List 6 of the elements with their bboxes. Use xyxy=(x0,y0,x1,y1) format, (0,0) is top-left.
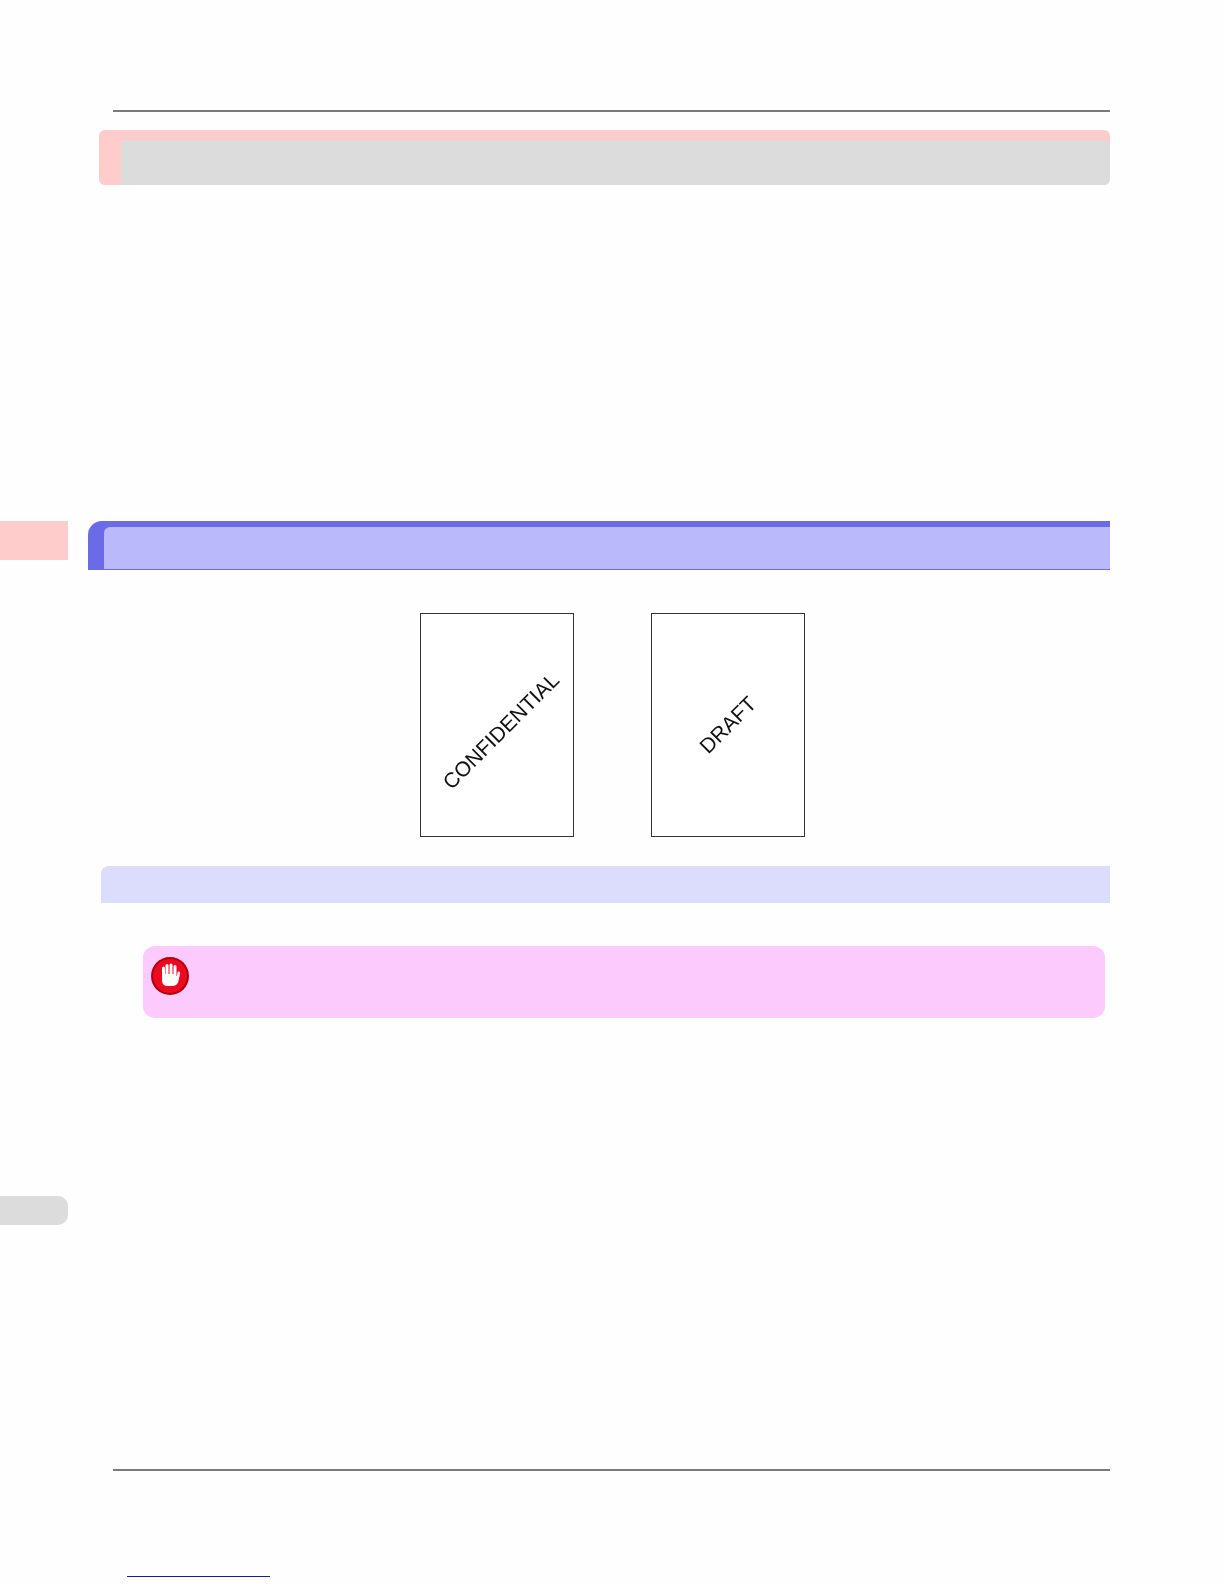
note-panel xyxy=(143,946,1105,1018)
heading-band xyxy=(99,130,1110,185)
heading-band xyxy=(88,521,1110,570)
page-sheet xyxy=(420,613,574,837)
subheading-band xyxy=(101,866,1110,903)
page-sheet xyxy=(651,613,805,837)
